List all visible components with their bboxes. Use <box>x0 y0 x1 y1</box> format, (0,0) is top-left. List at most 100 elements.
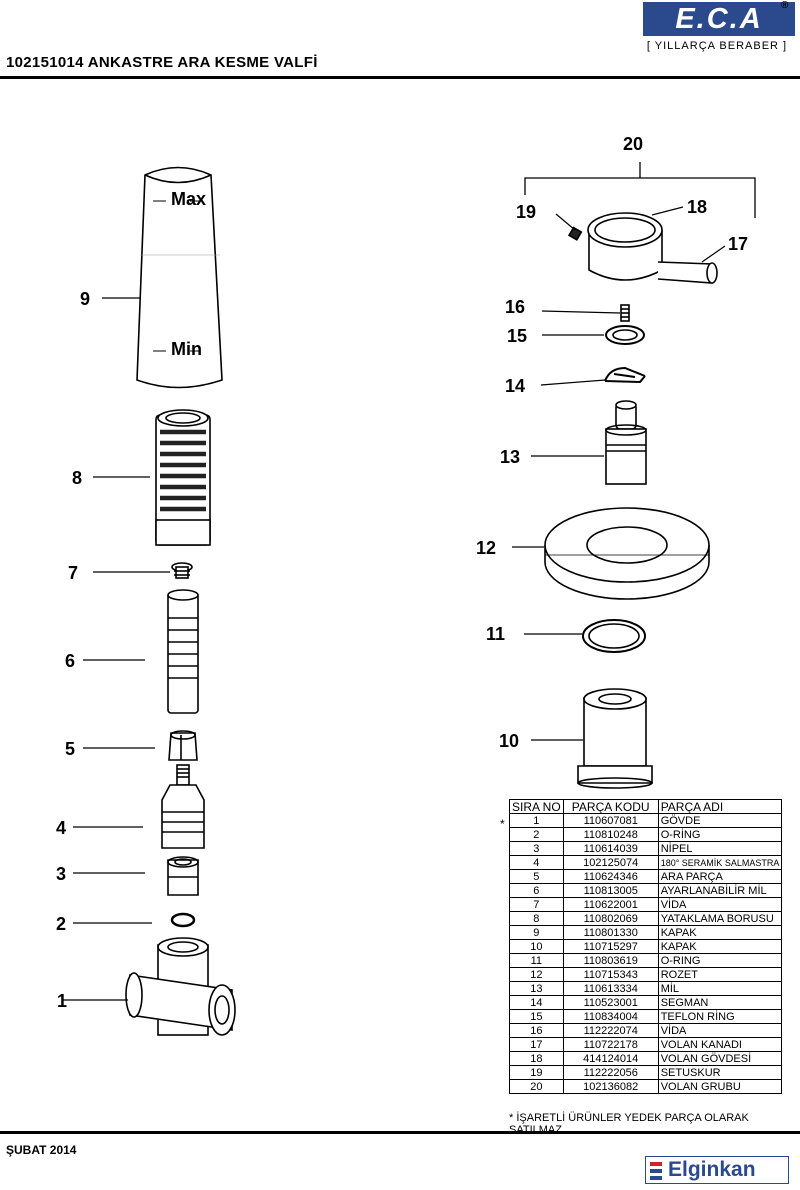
header-sira-no: SIRA NO <box>509 799 564 814</box>
row-sira-no: 11 <box>509 953 564 968</box>
part-18-handle-body <box>587 212 663 281</box>
row-parca-adi: 180° SERAMİK SALMASTRA <box>657 855 783 870</box>
row-sira-no: 1 <box>509 813 564 828</box>
registered-mark: ® <box>781 0 789 11</box>
row-sira-no: 4 <box>509 855 564 870</box>
row-parca-adi: VOLAN GRUBU <box>657 1079 783 1094</box>
row-sira-no: 15 <box>509 1009 564 1024</box>
row-sira-no: 20 <box>509 1079 564 1094</box>
row-parca-kodu: 110614039 <box>562 841 659 856</box>
callout-13: 13 <box>500 447 520 467</box>
row-parca-adi: NİPEL <box>657 841 783 856</box>
row-parca-adi: YATAKLAMA BORUSU <box>657 911 783 926</box>
row-sira-no: 8 <box>509 911 564 926</box>
callout-17: 17 <box>728 234 748 254</box>
row-parca-kodu: 110624346 <box>562 869 659 884</box>
callout-16: 16 <box>505 297 525 317</box>
part-11-oring <box>582 619 646 653</box>
row-parca-kodu: 414124014 <box>562 1051 659 1066</box>
callout-12: 12 <box>476 538 496 558</box>
spare-part-marker: * <box>500 817 505 831</box>
callout-10: 10 <box>499 731 519 751</box>
header-parca-adi: PARÇA ADI <box>657 799 783 814</box>
row-sira-no: 7 <box>509 897 564 912</box>
row-parca-kodu: 110622001 <box>562 897 659 912</box>
callout-1: 1 <box>57 991 67 1011</box>
callout-19: 19 <box>516 202 536 222</box>
row-parca-adi: SETUSKUR <box>657 1065 783 1080</box>
row-parca-kodu: 110722178 <box>562 1037 659 1052</box>
row-parca-adi: VOLAN GÖVDESİ <box>657 1051 783 1066</box>
row-parca-adi: MİL <box>657 981 783 996</box>
row-parca-adi: O-RING <box>657 953 783 968</box>
callout-3: 3 <box>56 864 66 884</box>
row-parca-adi: ARA PARÇA <box>657 869 783 884</box>
part-7-screw <box>171 562 193 579</box>
part-2-oring <box>170 912 196 928</box>
header-rule <box>0 76 800 79</box>
row-parca-kodu: 110523001 <box>562 995 659 1010</box>
row-parca-adi: GÖVDE <box>657 813 783 828</box>
row-parca-adi: VİDA <box>657 1023 783 1038</box>
row-parca-kodu: 110715297 <box>562 939 659 954</box>
row-parca-kodu: 110810248 <box>562 827 659 842</box>
part-6-spindle <box>167 589 199 714</box>
exploded-diagram: Max Min <box>56 134 756 1036</box>
row-sira-no: 10 <box>509 939 564 954</box>
row-sira-no: 5 <box>509 869 564 884</box>
part-13-spindle <box>605 400 647 485</box>
part-9-cap <box>136 166 223 389</box>
brand-slogan: [ YILLARÇA BERABER ] <box>646 40 788 52</box>
callout-7: 7 <box>68 563 78 583</box>
part-4-cartridge <box>161 764 205 849</box>
row-sira-no: 13 <box>509 981 564 996</box>
row-sira-no: 19 <box>509 1065 564 1080</box>
part-19-setscrew <box>567 226 583 241</box>
row-parca-kodu: 102136082 <box>562 1079 659 1094</box>
row-parca-adi: KAPAK <box>657 939 783 954</box>
callout-14: 14 <box>505 376 525 396</box>
row-parca-kodu: 110803619 <box>562 953 659 968</box>
row-parca-adi: AYARLANABİLİR MİL <box>657 883 783 898</box>
row-parca-kodu: 110613334 <box>562 981 659 996</box>
part-1-body <box>125 937 236 1036</box>
row-sira-no: 9 <box>509 925 564 940</box>
part-5-nut <box>168 730 198 761</box>
part-17-lever <box>657 261 718 284</box>
row-parca-adi: O-RİNG <box>657 827 783 842</box>
part-10-cap <box>577 688 653 789</box>
row-sira-no: 6 <box>509 883 564 898</box>
part-15-teflon-ring <box>605 325 645 345</box>
row-sira-no: 16 <box>509 1023 564 1038</box>
callout-6: 6 <box>65 651 75 671</box>
row-parca-kodu: 110834004 <box>562 1009 659 1024</box>
elginkan-logo: Elginkan <box>645 1156 789 1184</box>
callout-8: 8 <box>72 468 82 488</box>
row-parca-adi: KAPAK <box>657 925 783 940</box>
row-sira-no: 18 <box>509 1051 564 1066</box>
callout-5: 5 <box>65 739 75 759</box>
part-3-nipple <box>167 856 199 896</box>
row-parca-kodu: 110801330 <box>562 925 659 940</box>
row-parca-kodu: 112222074 <box>562 1023 659 1038</box>
callout-4: 4 <box>56 818 66 838</box>
row-parca-adi: ROZET <box>657 967 783 982</box>
document-title: 102151014 ANKASTRE ARA KESME VALFİ <box>6 54 318 71</box>
row-parca-kodu: 110813005 <box>562 883 659 898</box>
footer-rule <box>0 1131 800 1134</box>
